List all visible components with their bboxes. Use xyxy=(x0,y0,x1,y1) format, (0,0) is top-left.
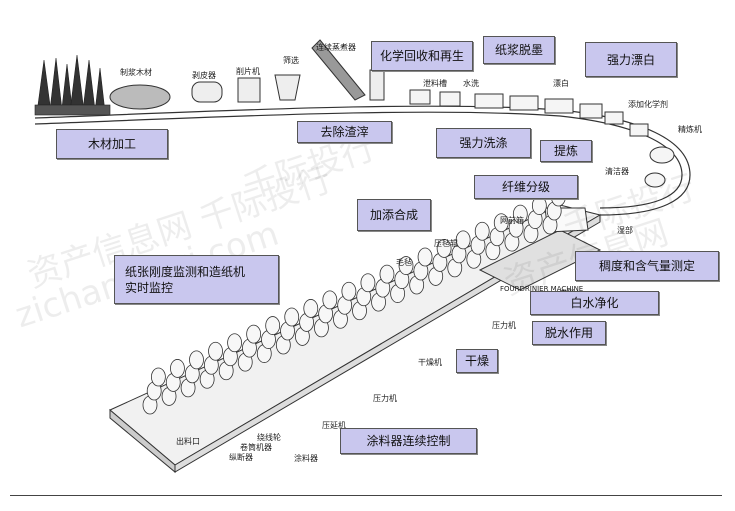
label-coater: 涂料器 xyxy=(294,454,318,463)
box-additive-blending: 加添合成 xyxy=(357,199,431,231)
roller xyxy=(189,350,204,370)
forest-drawing xyxy=(34,54,111,116)
box-drying: 干燥 xyxy=(456,349,498,373)
roller xyxy=(398,256,414,275)
label-press-machine: 压力机 xyxy=(373,394,397,403)
roller xyxy=(170,359,185,378)
label-screening: 筛选 xyxy=(283,56,299,65)
box-chemical-recovery: 化学回收和再生 xyxy=(371,41,473,71)
roller xyxy=(474,221,490,241)
process-conveyor xyxy=(34,105,691,216)
roller xyxy=(379,264,395,284)
roller xyxy=(227,333,242,353)
roller xyxy=(341,281,357,301)
box-strength-monitoring: 纸张刚度监测和造纸机实时监控 xyxy=(114,255,279,304)
box-refining: 提炼 xyxy=(540,140,592,162)
label-debarker: 剥皮器 xyxy=(192,71,216,80)
label-winder: 绕线轮 xyxy=(257,433,281,442)
machine-rollers xyxy=(142,187,566,415)
paper-machine xyxy=(109,204,602,474)
roller xyxy=(417,247,433,267)
roller xyxy=(246,324,262,344)
box-wood-processing: 木材加工 xyxy=(56,129,168,159)
label-pulp-tank: 泄料槽 xyxy=(423,79,447,88)
roller xyxy=(493,213,509,233)
box-dewatering: 脱水作用 xyxy=(532,321,606,345)
label-refiner: 精炼机 xyxy=(678,125,702,134)
label-slitter: 纵断器 xyxy=(229,453,253,462)
wood-processing-machines xyxy=(109,39,385,110)
roller xyxy=(150,367,166,387)
roller xyxy=(455,230,471,250)
box-strong-bleaching: 强力漂白 xyxy=(585,42,677,77)
roller xyxy=(436,239,452,258)
roller xyxy=(265,316,281,335)
label-chemical-addition: 添加化学剂 xyxy=(628,100,668,109)
label-cleaner: 清洁器 xyxy=(605,167,629,176)
label-reel: 出料口 xyxy=(176,437,200,446)
label-press: 压力机 xyxy=(492,321,516,330)
label-dryer: 干燥机 xyxy=(418,358,442,367)
label-continuous-digester: 连续蒸煮器 xyxy=(316,43,356,52)
pulp-tanks xyxy=(409,89,675,188)
box-white-water: 白水净化 xyxy=(530,291,659,315)
box-debris-removal: 去除渣滓 xyxy=(297,121,392,143)
box-strong-washing: 强力洗涤 xyxy=(436,128,531,158)
label-press-felt: 压毡辊 xyxy=(434,239,458,248)
label-chipper: 削片机 xyxy=(236,67,260,76)
roller xyxy=(531,196,547,215)
box-fiber-grading: 纤维分级 xyxy=(474,175,578,199)
label-rewinder: 卷筒机器 xyxy=(240,443,272,452)
roller xyxy=(360,273,376,293)
label-pulpwood: 制浆木材 xyxy=(120,68,152,77)
label-felt: 毛毡 xyxy=(396,258,412,267)
label-washing: 水洗 xyxy=(463,79,479,88)
roller xyxy=(208,341,223,361)
label-headbox: 网前箱 xyxy=(500,216,524,225)
box-strength-monitoring-text: 纸张刚度监测和造纸机实时监控 xyxy=(125,264,246,295)
label-web-section: 湿部 xyxy=(617,226,633,235)
bottom-rule xyxy=(10,495,722,496)
roller xyxy=(322,290,338,310)
label-fourdrinier: FOURDRINIER MACHINE xyxy=(500,285,584,293)
roller xyxy=(284,307,300,327)
box-coater-control: 涂料器连续控制 xyxy=(340,428,477,454)
roller xyxy=(303,299,319,318)
box-pulp-deinking: 纸浆脱墨 xyxy=(483,36,555,64)
label-bleaching: 漂白 xyxy=(553,79,569,88)
roller xyxy=(512,204,528,224)
label-calender: 压延机 xyxy=(322,421,346,430)
box-consistency-gas: 稠度和含气量测定 xyxy=(575,251,719,281)
